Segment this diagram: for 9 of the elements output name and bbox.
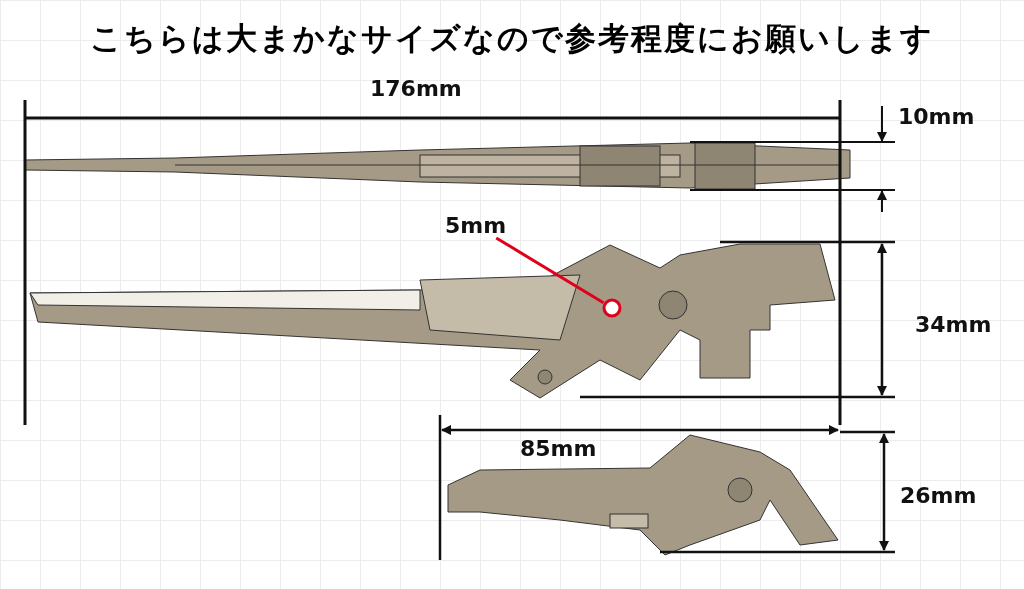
dimension-label: 176mm [370,76,462,101]
title: こちらは大まかなサイズなので参考程度にお願いします [89,19,935,58]
dimension-label: 5mm [445,213,507,238]
dimension-label: 10mm [898,104,975,129]
hole-marker [602,298,622,318]
dimension-label: 26mm [900,483,977,508]
dimension-label: 34mm [915,312,992,337]
leader-line [495,236,605,305]
dimension-label: 85mm [520,436,597,461]
